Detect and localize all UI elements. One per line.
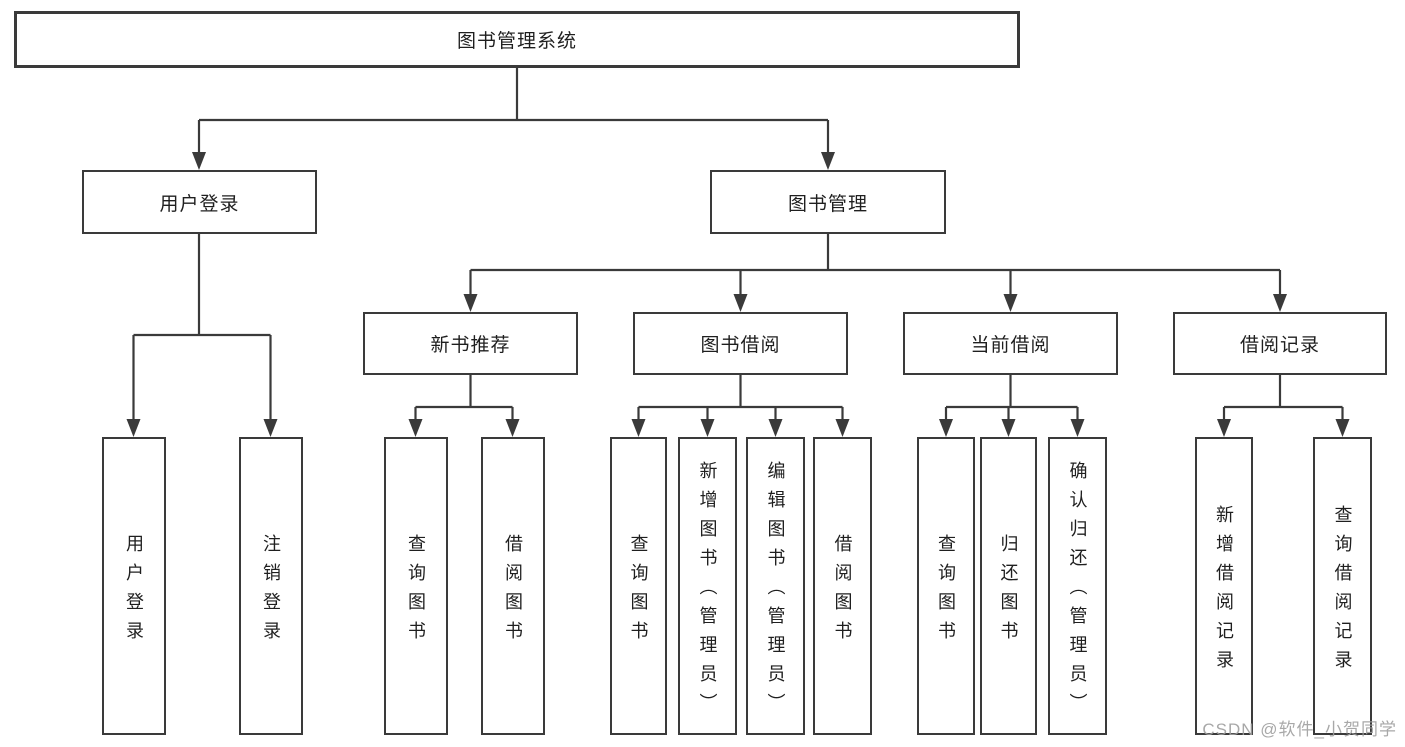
node-book-borrowing: 图书借阅 xyxy=(633,312,848,375)
node-leaf-add-books-admin: 新增图书（管理员） xyxy=(678,437,737,735)
node-label: 新增图书（管理员） xyxy=(697,461,718,722)
arrowhead xyxy=(1273,294,1287,312)
node-label: 用户登录 xyxy=(159,193,240,215)
arrowhead xyxy=(505,419,520,437)
arrowhead xyxy=(263,419,278,437)
node-label: 图书借阅 xyxy=(700,335,781,356)
node-label: 新增借阅记录 xyxy=(1214,504,1234,679)
node-leaf-borrow-books: 借阅图书 xyxy=(813,437,872,735)
node-leaf-confirm-return-admin: 确认归还（管理员） xyxy=(1048,437,1107,735)
node-label: 归还图书 xyxy=(998,533,1019,650)
node-new-book-recommend: 新书推荐 xyxy=(363,312,578,375)
arrowhead xyxy=(126,419,141,437)
arrowhead xyxy=(192,152,206,170)
node-leaf-borrow-books-recommend: 借阅图书 xyxy=(481,437,545,735)
node-leaf-logout: 注销登录 xyxy=(239,437,303,735)
arrowhead xyxy=(1217,419,1231,437)
node-user-login: 用户登录 xyxy=(82,170,317,234)
arrowhead xyxy=(821,152,835,170)
node-label: 当前借阅 xyxy=(970,335,1051,356)
csdn-watermark: CSDN @软件_小贺同学 xyxy=(1202,720,1397,739)
arrowhead xyxy=(1003,294,1018,312)
arrowhead xyxy=(768,419,783,437)
node-label: 查询图书 xyxy=(936,533,956,650)
node-leaf-query-books-current: 查询图书 xyxy=(917,437,975,735)
node-label: 用户登录 xyxy=(124,533,144,650)
node-label: 新书推荐 xyxy=(430,335,511,356)
node-leaf-return-books: 归还图书 xyxy=(980,437,1037,735)
arrowhead xyxy=(733,294,748,312)
arrowhead xyxy=(835,419,850,437)
node-library-management-system: 图书管理系统 xyxy=(14,11,1020,68)
node-label: 借阅记录 xyxy=(1239,335,1320,356)
arrowhead xyxy=(700,419,715,437)
arrowhead xyxy=(1001,419,1016,437)
arrowhead xyxy=(1070,419,1085,437)
node-leaf-user-login: 用户登录 xyxy=(102,437,166,735)
arrowhead xyxy=(408,419,423,437)
node-label: 查询借阅记录 xyxy=(1332,504,1353,679)
node-label: 图书管理 xyxy=(787,193,868,215)
arrowhead xyxy=(1335,419,1350,437)
node-label: 注销登录 xyxy=(261,533,281,650)
arrowhead xyxy=(939,419,953,437)
node-leaf-query-books-borrowing: 查询图书 xyxy=(610,437,667,735)
node-current-borrowing: 当前借阅 xyxy=(903,312,1118,375)
arrowhead xyxy=(463,294,478,312)
node-label: 编辑图书（管理员） xyxy=(765,461,786,722)
node-leaf-edit-books-admin: 编辑图书（管理员） xyxy=(746,437,805,735)
node-label: 借阅图书 xyxy=(503,533,523,650)
node-label: 借阅图书 xyxy=(832,533,853,650)
node-label: 图书管理系统 xyxy=(456,31,577,52)
node-leaf-add-borrow-record: 新增借阅记录 xyxy=(1195,437,1253,735)
node-borrow-records: 借阅记录 xyxy=(1173,312,1387,375)
node-leaf-query-books-recommend: 查询图书 xyxy=(384,437,448,735)
node-label: 确认归还（管理员） xyxy=(1067,461,1088,722)
node-book-management: 图书管理 xyxy=(710,170,946,234)
arrowhead xyxy=(631,419,646,437)
node-label: 查询图书 xyxy=(406,533,426,650)
node-label: 查询图书 xyxy=(628,533,649,650)
node-leaf-query-borrow-record: 查询借阅记录 xyxy=(1313,437,1372,735)
